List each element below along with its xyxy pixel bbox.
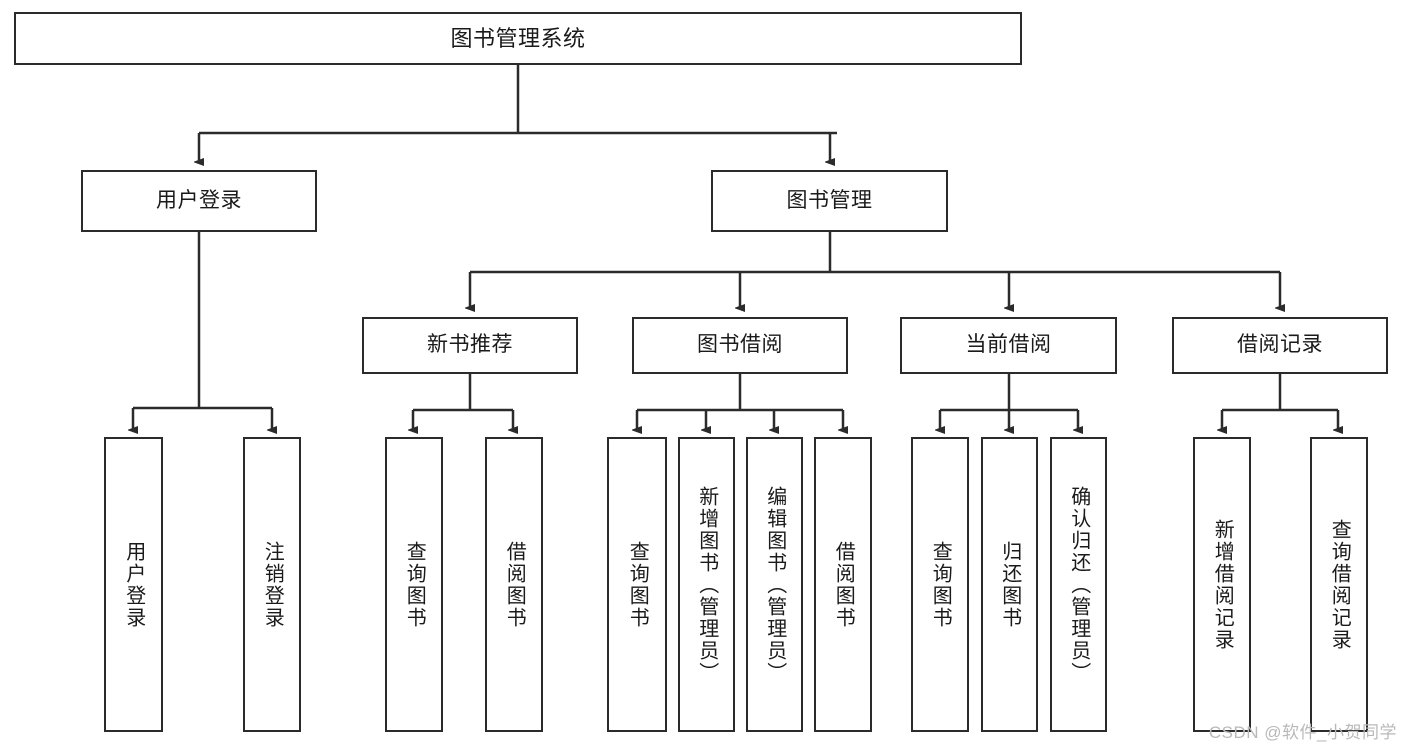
node-label: 借阅记录 [1237, 333, 1323, 357]
node-leaf-user-login[interactable]: 用户登录 [104, 437, 163, 732]
node-current-borrow[interactable]: 当前借阅 [900, 317, 1117, 374]
node-leaf-add-book[interactable]: 新增图书（管理员） [678, 437, 735, 732]
csdn-watermark: CSDN @软件_小贺同学 [1208, 723, 1397, 742]
node-leaf-add-record[interactable]: 新增借阅记录 [1193, 437, 1251, 732]
node-label: 归还图书 [998, 540, 1021, 629]
node-label: 图书管理系统 [450, 25, 586, 51]
node-leaf-logout-login[interactable]: 注销登录 [243, 437, 301, 732]
node-leaf-query-book-3[interactable]: 查询图书 [911, 437, 969, 732]
node-new-book-recommend[interactable]: 新书推荐 [362, 317, 578, 374]
node-book-management[interactable]: 图书管理 [711, 170, 948, 232]
node-leaf-edit-book[interactable]: 编辑图书（管理员） [746, 437, 803, 732]
node-root-book-management-system[interactable]: 图书管理系统 [14, 12, 1022, 65]
node-leaf-query-book-2[interactable]: 查询图书 [607, 437, 667, 732]
node-label: 注销登录 [261, 540, 284, 629]
node-leaf-borrow-book-2[interactable]: 借阅图书 [814, 437, 872, 732]
node-label: 新增图书（管理员） [695, 485, 718, 684]
node-label: 编辑图书（管理员） [763, 485, 786, 684]
node-leaf-confirm-return[interactable]: 确认归还（管理员） [1050, 437, 1107, 732]
node-borrow-record[interactable]: 借阅记录 [1172, 317, 1388, 374]
node-label: 当前借阅 [965, 333, 1052, 357]
node-label: 用户登录 [122, 540, 145, 629]
node-label: 查询图书 [929, 540, 952, 629]
node-label: 查询借阅记录 [1328, 518, 1351, 651]
node-label: 查询图书 [626, 540, 649, 629]
node-label: 查询图书 [403, 540, 426, 629]
node-leaf-query-book-1[interactable]: 查询图书 [385, 437, 443, 732]
node-label: 借阅图书 [503, 540, 526, 629]
node-label: 用户登录 [156, 188, 242, 212]
node-label: 图书管理 [786, 188, 873, 212]
node-label: 新增借阅记录 [1211, 518, 1234, 651]
node-label: 图书借阅 [697, 333, 783, 357]
node-label: 新书推荐 [427, 333, 513, 357]
node-label: 确认归还（管理员） [1067, 485, 1090, 684]
node-leaf-borrow-book-1[interactable]: 借阅图书 [485, 437, 543, 732]
node-book-borrow[interactable]: 图书借阅 [632, 317, 848, 374]
node-leaf-query-record[interactable]: 查询借阅记录 [1310, 437, 1368, 732]
node-label: 借阅图书 [832, 540, 855, 629]
node-user-login[interactable]: 用户登录 [81, 170, 317, 232]
node-leaf-return-book[interactable]: 归还图书 [981, 437, 1038, 732]
